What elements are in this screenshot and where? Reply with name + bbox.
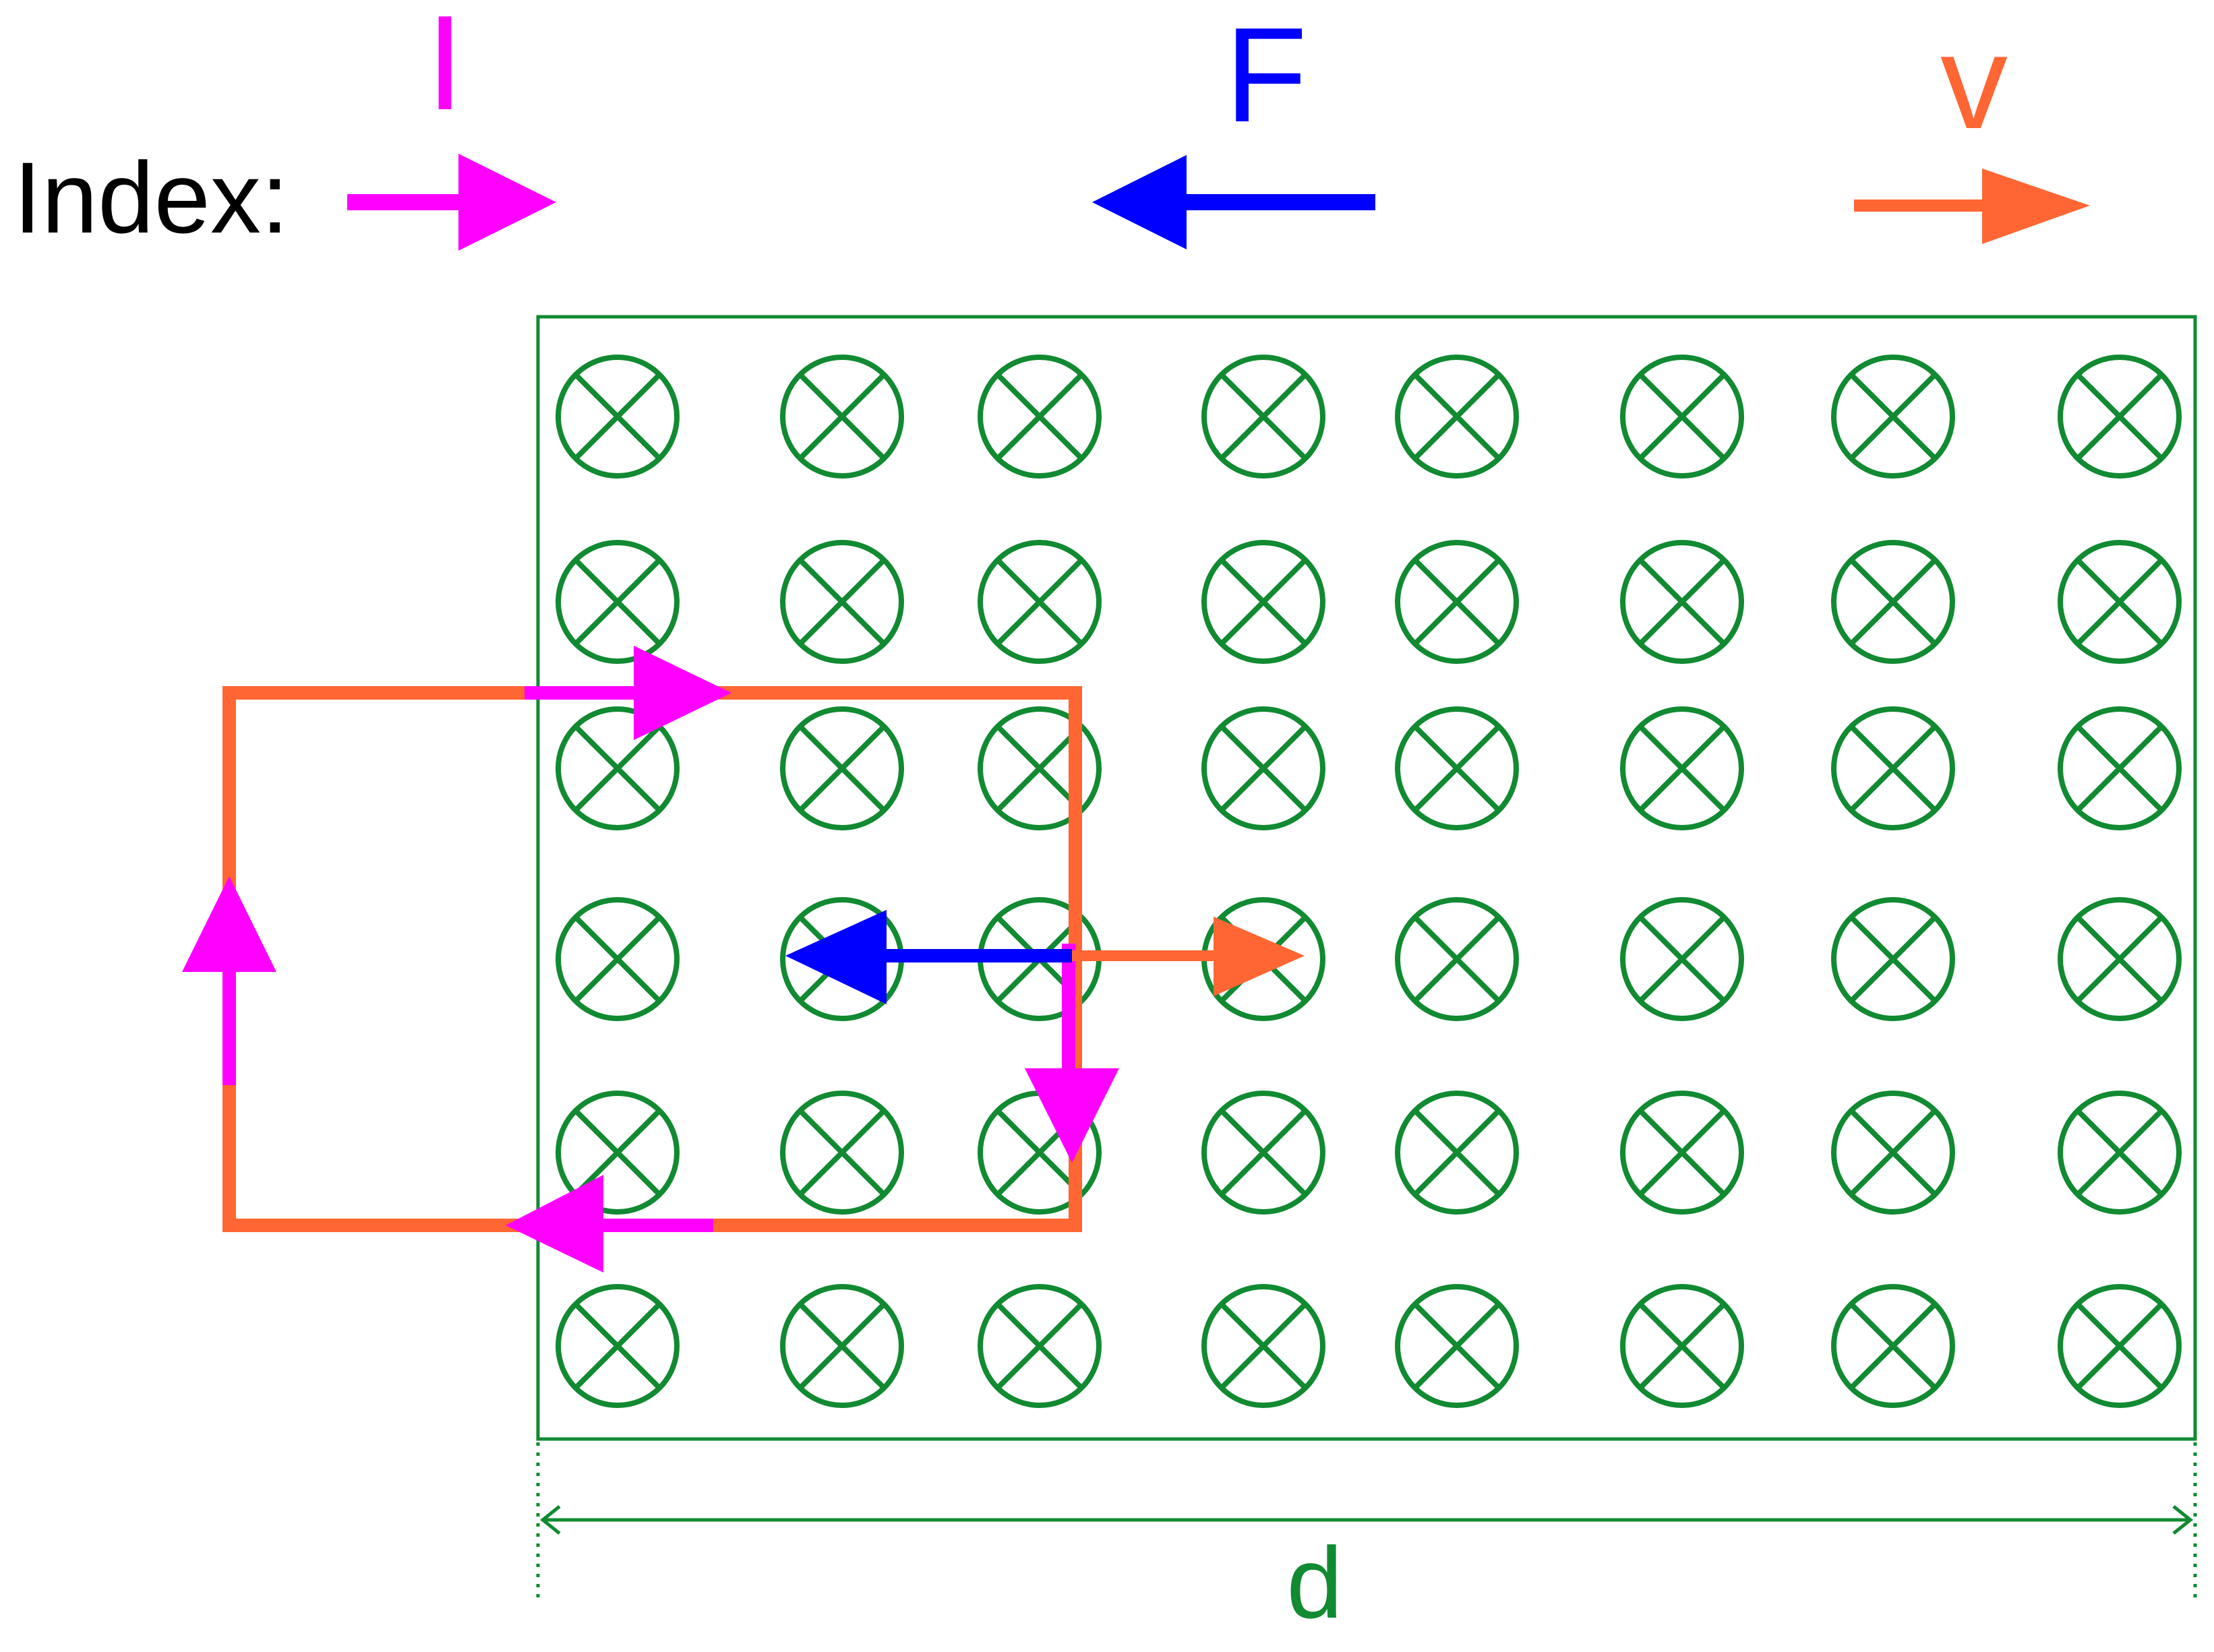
dimension-d: d (536, 1442, 2197, 1639)
conducting-loop (182, 646, 1119, 1273)
field-into-page-icon (1395, 540, 1519, 664)
legend-force: F (1092, 0, 1375, 249)
field-into-page-icon (1831, 1091, 1955, 1215)
field-region-border (536, 315, 2197, 1441)
current-arrow-left-head (182, 876, 276, 972)
field-into-page-icon (780, 540, 904, 664)
field-into-page-icon (1831, 897, 1955, 1021)
legend-current: I (347, 0, 556, 251)
field-into-page-icon (556, 897, 680, 1021)
field-into-page-icon (2058, 1284, 2182, 1408)
field-into-page-icon (1620, 540, 1744, 664)
field-into-page-icon (978, 540, 1102, 664)
legend-velocity: v (1854, 7, 2090, 244)
current-arrow-right-head (1025, 1068, 1119, 1163)
field-into-page-icon (1620, 897, 1744, 1021)
field-into-page-icon (978, 1284, 1102, 1408)
force-arrow-head (785, 910, 887, 1004)
legend-current-label: I (426, 0, 464, 138)
field-into-page-icon (1831, 540, 1955, 664)
field-into-page-icon (780, 1284, 904, 1408)
field-into-page-icon (978, 706, 1102, 830)
field-into-page-icon (780, 706, 904, 830)
dimension-label: d (1286, 1526, 1342, 1639)
current-arrow-bottom-head (506, 1175, 603, 1273)
field-into-page-icon (2058, 540, 2182, 664)
field-into-page-icon (556, 540, 680, 664)
field-into-page-icon (1831, 355, 1955, 479)
field-into-page-icon (556, 1091, 680, 1215)
field-into-page-icon (1620, 1284, 1744, 1408)
field-into-page-icon (556, 706, 680, 830)
field-into-page-icon (1831, 1284, 1955, 1408)
field-into-page-icon (1620, 1091, 1744, 1215)
legend-velocity-arrow-head (1982, 169, 2090, 244)
field-into-page-icon (1395, 355, 1519, 479)
field-into-page-icon (1620, 355, 1744, 479)
field-into-page-icon (1395, 897, 1519, 1021)
segment-vectors (785, 910, 1305, 1004)
velocity-arrow-head (1214, 917, 1305, 996)
legend-force-label: F (1225, 0, 1307, 150)
dimension-arrow-left (539, 1505, 561, 1535)
field-into-page-icon (1201, 706, 1325, 830)
field-into-page-icon (1201, 355, 1325, 479)
field-symbols (556, 355, 2182, 1408)
field-into-page-icon (2058, 706, 2182, 830)
field-into-page-icon (556, 355, 680, 479)
field-into-page-icon (1831, 706, 1955, 830)
legend-current-arrow-head (458, 154, 556, 251)
field-into-page-icon (2058, 355, 2182, 479)
field-into-page-icon (780, 1091, 904, 1215)
field-into-page-icon (2058, 1091, 2182, 1215)
legend-force-arrow-head (1092, 155, 1187, 249)
legend-title: Index: (13, 141, 289, 254)
field-into-page-icon (1395, 706, 1519, 830)
field-into-page-icon (1201, 540, 1325, 664)
field-into-page-icon (1395, 1284, 1519, 1408)
field-into-page-icon (1201, 1091, 1325, 1215)
legend-velocity-label: v (1940, 7, 2008, 157)
field-into-page-icon (1395, 1091, 1519, 1215)
legend: Index: I F v (13, 0, 2090, 254)
current-arrow-top-head (634, 646, 731, 740)
field-into-page-icon (978, 355, 1102, 479)
field-into-page-icon (556, 1284, 680, 1408)
field-into-page-icon (1201, 1284, 1325, 1408)
field-into-page-icon (780, 355, 904, 479)
dimension-arrow-right (2172, 1505, 2194, 1535)
field-into-page-icon (1620, 706, 1744, 830)
field-into-page-icon (2058, 897, 2182, 1021)
